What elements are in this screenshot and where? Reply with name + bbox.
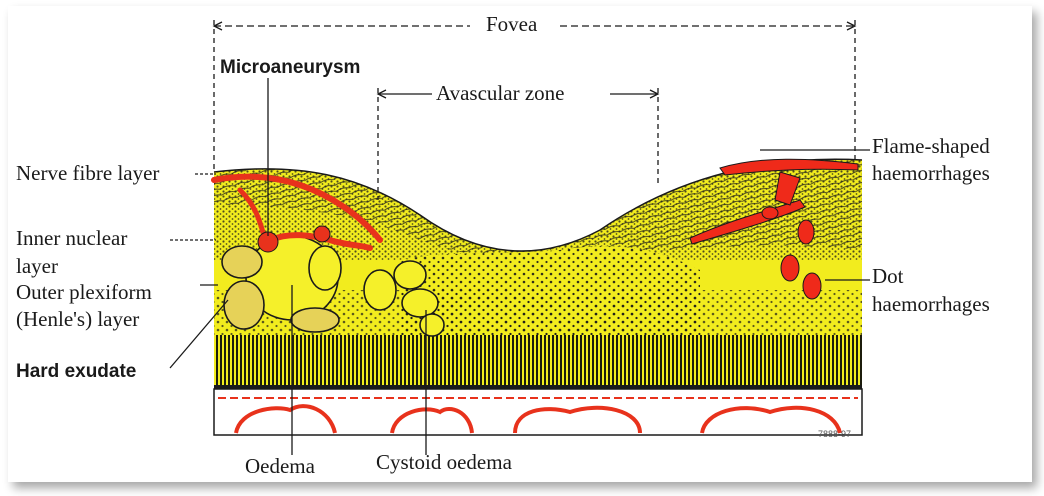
label-dot-1: Dot bbox=[872, 266, 904, 287]
label-fovea: Fovea bbox=[486, 14, 537, 35]
label-outer-plexiform-1: Outer plexiform bbox=[16, 282, 152, 303]
cystoid-oedema-cyst bbox=[364, 270, 396, 310]
label-avascular-zone: Avascular zone bbox=[436, 83, 564, 104]
label-oedema: Oedema bbox=[245, 456, 315, 477]
label-cystoid-oedema: Cystoid oedema bbox=[376, 452, 512, 473]
choroid-strip bbox=[214, 389, 862, 435]
label-credit: 7888-97 bbox=[818, 430, 851, 439]
label-hard-exudate: Hard exudate bbox=[16, 362, 136, 381]
label-flame-shaped-1: Flame-shaped bbox=[872, 136, 990, 157]
label-nerve-fibre-layer: Nerve fibre layer bbox=[16, 163, 159, 184]
label-dot-2: haemorrhages bbox=[872, 294, 990, 315]
label-inner-nuclear-2: layer bbox=[16, 256, 58, 277]
label-flame-shaped-2: haemorrhages bbox=[872, 163, 990, 184]
label-outer-plexiform-2: (Henle's) layer bbox=[16, 309, 139, 330]
label-inner-nuclear-1: Inner nuclear bbox=[16, 228, 127, 249]
label-microaneurysm: Microaneurysm bbox=[220, 58, 360, 77]
